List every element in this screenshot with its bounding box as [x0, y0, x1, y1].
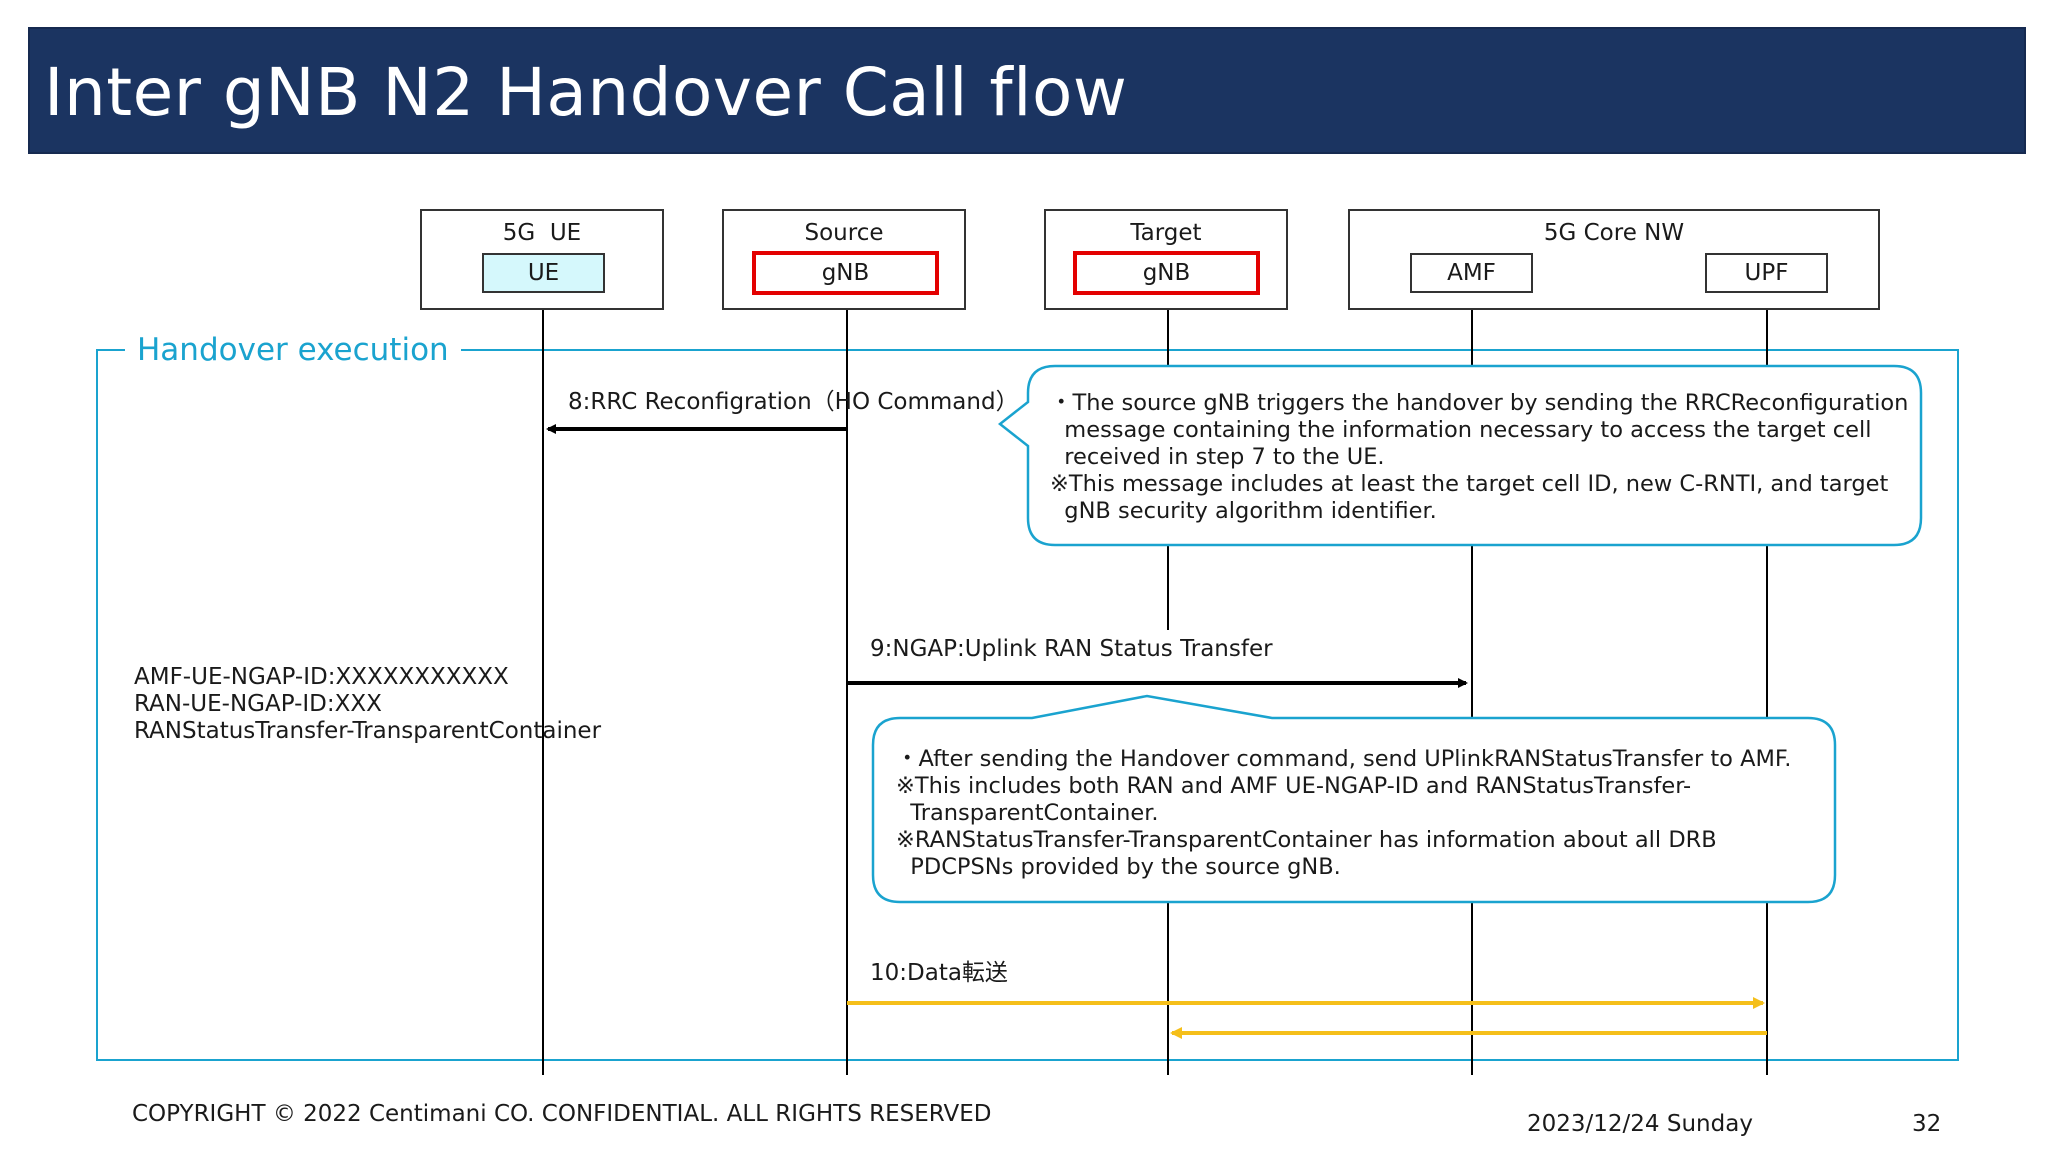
- note-1-line: message containing the information neces…: [1050, 417, 1872, 443]
- target-gnb-node: gNB: [1073, 251, 1260, 295]
- param-ran-status-container: RANStatusTransfer-TransparentContainer: [134, 718, 602, 744]
- param-amf-ue-ngap-id: AMF-UE-NGAP-ID:XXXXXXXXXXX: [134, 664, 509, 690]
- note-2-line: ・After sending the Handover command, sen…: [896, 746, 1792, 772]
- core-entity-title: 5G Core NW: [1543, 220, 1685, 246]
- message-8-label: 8:RRC Reconfigration（HO Command）: [568, 389, 1019, 415]
- note-1-line: received in step 7 to the UE.: [1050, 444, 1385, 470]
- note-1-line: gNB security algorithm identifier.: [1050, 498, 1437, 524]
- target-entity-title: Target: [1130, 220, 1202, 246]
- ue-entity-title: 5G UE: [502, 220, 582, 246]
- note-1-line: ・The source gNB triggers the handover by…: [1050, 390, 1909, 416]
- source-gnb-node: gNB: [752, 251, 939, 295]
- copyright-text: COPYRIGHT © 2022 Centimani CO. CONFIDENT…: [132, 1101, 992, 1127]
- ue-node: UE: [482, 253, 605, 293]
- amf-node: AMF: [1410, 253, 1533, 293]
- note-1-line: ※This message includes at least the targ…: [1050, 471, 1889, 497]
- note-2-line: ※This includes both RAN and AMF UE-NGAP-…: [896, 773, 1692, 799]
- section-label: Handover execution: [125, 332, 461, 368]
- message-9-label: 9:NGAP:Uplink RAN Status Transfer: [870, 636, 1273, 662]
- note-1-bubble: [997, 364, 1923, 547]
- handover-execution-frame: [96, 349, 1959, 1061]
- note-2-bubble: [871, 694, 1837, 904]
- page-title: Inter gNB N2 Handover Call flow: [44, 54, 1128, 131]
- source-entity-title: Source: [804, 220, 884, 246]
- upf-node: UPF: [1705, 253, 1828, 293]
- message-10-label: 10:Data転送: [870, 960, 1008, 986]
- footer-date: 2023/12/24 Sunday: [1527, 1111, 1753, 1137]
- param-ran-ue-ngap-id: RAN-UE-NGAP-ID:XXX: [134, 691, 382, 717]
- title-bar: [28, 27, 2026, 154]
- note-2-line: PDCPSNs provided by the source gNB.: [896, 854, 1341, 880]
- note-2-line: ※RANStatusTransfer-TransparentContainer …: [896, 827, 1717, 853]
- page-number: 32: [1912, 1111, 1942, 1137]
- note-2-line: TransparentContainer.: [896, 800, 1159, 826]
